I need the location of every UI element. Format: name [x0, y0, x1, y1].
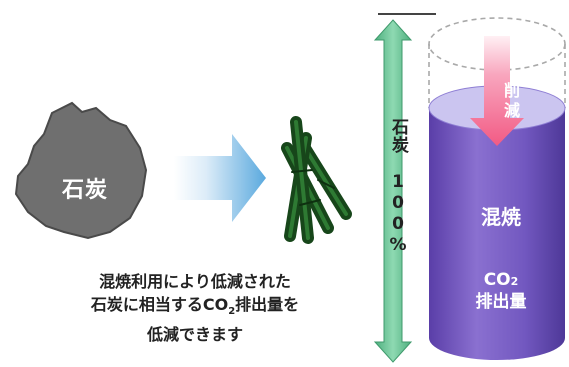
caption: 混焼利用により低減された 石炭に相当するCO2排出量を 低減できます [40, 270, 350, 346]
coal-100-percent-label: 石炭 100% [388, 118, 408, 256]
caption-line-3: 低減できます [146, 325, 243, 345]
caption-line-1: 混焼利用により低減された [99, 272, 291, 291]
original-volume-outline [428, 17, 566, 108]
right-arrow-icon [174, 134, 266, 222]
co2-emissions-label: CO2 排出量 [475, 270, 527, 312]
coal-lump-shape [14, 101, 148, 240]
caption-line-2: 石炭に相当するCO2排出量を [90, 295, 300, 318]
cofiring-label: 混焼 [481, 205, 521, 229]
coal-label: 石炭 [61, 178, 108, 203]
reduction-arrow-icon [470, 36, 524, 146]
reduction-label: 削減 [501, 82, 520, 122]
bamboo-icon [281, 116, 352, 244]
scale-double-arrow-icon [373, 19, 413, 363]
